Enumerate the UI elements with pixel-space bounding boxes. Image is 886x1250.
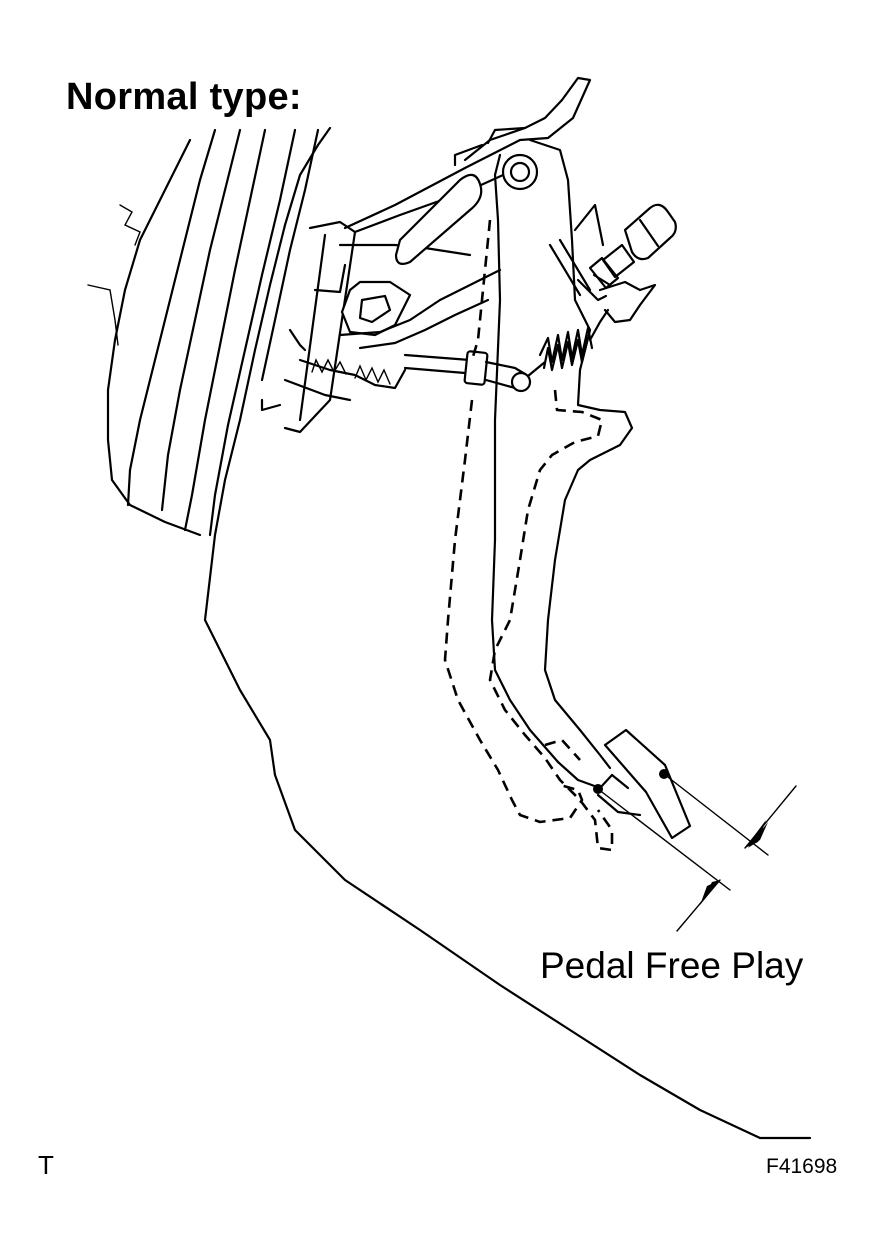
stop-light-switch bbox=[576, 203, 677, 302]
free-play-dimension bbox=[597, 773, 797, 932]
corner-mark: T bbox=[38, 1150, 54, 1180]
pedal-free-play-label: Pedal Free Play bbox=[540, 945, 804, 986]
diagram-title: Normal type: bbox=[66, 76, 302, 118]
pedal-depressed-outline bbox=[443, 219, 614, 852]
return-spring bbox=[538, 308, 610, 372]
figure-id: F41698 bbox=[766, 1155, 838, 1178]
pedal-bracket bbox=[338, 76, 657, 350]
firewall-panel bbox=[87, 126, 812, 1140]
pedal-arm bbox=[490, 138, 634, 790]
pivot-bolt bbox=[501, 153, 539, 191]
pushrod bbox=[403, 350, 547, 393]
